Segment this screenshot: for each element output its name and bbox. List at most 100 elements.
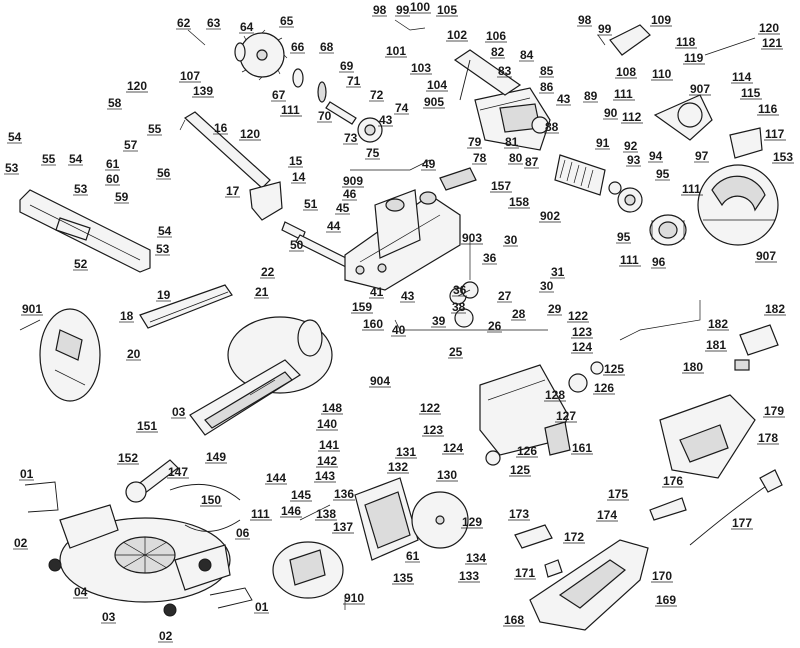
stator <box>649 214 687 246</box>
callout-57: 57 <box>124 138 138 152</box>
callout-131: 131 <box>396 445 416 459</box>
cap <box>568 373 588 393</box>
callout-84: 84 <box>520 48 534 62</box>
turntable <box>189 316 333 436</box>
base-rail <box>19 189 151 273</box>
callout-94: 94 <box>649 149 663 163</box>
bracket <box>514 524 553 549</box>
callout-20: 20 <box>127 347 141 361</box>
callout-148: 148 <box>322 401 342 415</box>
callout-129: 129 <box>462 515 482 529</box>
callout-65: 65 <box>280 14 294 28</box>
callout-902: 902 <box>540 209 560 223</box>
callout-82: 82 <box>491 45 505 59</box>
power-cord <box>689 481 773 546</box>
cap <box>485 450 501 466</box>
bracket <box>249 181 283 221</box>
callout-54c: 54 <box>158 224 172 238</box>
callout-125b: 125 <box>510 463 530 477</box>
callout-152: 152 <box>118 451 138 465</box>
callout-64: 64 <box>240 20 254 34</box>
callout-140: 140 <box>317 417 337 431</box>
callout-128: 128 <box>545 388 565 402</box>
callout-96: 96 <box>652 255 666 269</box>
callout-141: 141 <box>319 438 339 452</box>
callout-93: 93 <box>627 153 641 167</box>
callout-87: 87 <box>525 155 539 169</box>
callout-97: 97 <box>695 149 709 163</box>
callout-108: 108 <box>616 65 636 79</box>
callout-127: 127 <box>556 409 576 423</box>
callout-907b: 907 <box>756 249 776 263</box>
callout-95b: 95 <box>617 230 631 244</box>
callout-159: 159 <box>352 300 372 314</box>
callout-106: 106 <box>486 29 506 43</box>
callout-101: 101 <box>386 44 406 58</box>
callout-88: 88 <box>545 120 559 134</box>
fence-rail <box>139 284 233 329</box>
callout-147: 147 <box>168 465 188 479</box>
callout-68: 68 <box>320 40 334 54</box>
handle-grip <box>453 49 522 96</box>
callout-43a: 43 <box>379 113 393 127</box>
callout-180: 180 <box>683 360 703 374</box>
callout-79: 79 <box>468 135 482 149</box>
callout-69: 69 <box>340 59 354 73</box>
callout-44: 44 <box>327 219 341 233</box>
guard-hub <box>677 102 703 128</box>
callout-176: 176 <box>663 474 683 488</box>
pin <box>704 37 756 56</box>
callout-138: 138 <box>316 507 336 521</box>
rear-handle <box>659 394 756 479</box>
callout-60: 60 <box>106 172 120 186</box>
callout-46: 46 <box>343 187 357 201</box>
wire <box>459 59 471 101</box>
callout-144: 144 <box>266 471 286 485</box>
callout-182b: 182 <box>765 302 785 316</box>
callout-56: 56 <box>157 166 171 180</box>
callout-115: 115 <box>741 86 761 100</box>
clamp-assembly <box>39 308 101 402</box>
callout-54a: 54 <box>8 130 22 144</box>
callout-99a: 99 <box>396 3 410 17</box>
callout-03a: 03 <box>172 405 186 419</box>
callout-171: 171 <box>515 566 535 580</box>
callout-53b: 53 <box>74 182 88 196</box>
callout-132: 132 <box>388 460 408 474</box>
callout-126b: 126 <box>517 444 537 458</box>
callout-40: 40 <box>392 323 406 337</box>
flange <box>292 68 304 88</box>
callout-55a: 55 <box>148 122 162 136</box>
callout-169: 169 <box>656 593 676 607</box>
callout-53c: 53 <box>156 242 170 256</box>
callout-62: 62 <box>177 16 191 30</box>
callout-55b: 55 <box>42 152 56 166</box>
callout-160: 160 <box>363 317 383 331</box>
blade-disc <box>411 491 469 549</box>
callout-78: 78 <box>473 151 487 165</box>
callout-151: 151 <box>137 419 157 433</box>
laser-kit <box>272 541 344 599</box>
callout-143: 143 <box>315 469 335 483</box>
callout-174: 174 <box>597 508 617 522</box>
callout-83: 83 <box>498 64 512 78</box>
callout-903: 903 <box>462 231 482 245</box>
callout-28: 28 <box>512 307 526 321</box>
callout-145: 145 <box>291 488 311 502</box>
callout-168: 168 <box>504 613 524 627</box>
callout-89: 89 <box>584 89 598 103</box>
knob <box>125 481 147 503</box>
plug <box>759 469 783 493</box>
callout-90: 90 <box>604 106 618 120</box>
callout-95a: 95 <box>656 167 670 181</box>
callout-134: 134 <box>466 551 486 565</box>
callout-122b: 122 <box>420 401 440 415</box>
callout-110: 110 <box>652 67 672 81</box>
callout-142: 142 <box>317 454 337 468</box>
callout-52: 52 <box>74 257 88 271</box>
callout-100: 100 <box>410 0 430 14</box>
callout-66: 66 <box>291 40 305 54</box>
callout-75: 75 <box>366 146 380 160</box>
callout-43c: 43 <box>401 289 415 303</box>
